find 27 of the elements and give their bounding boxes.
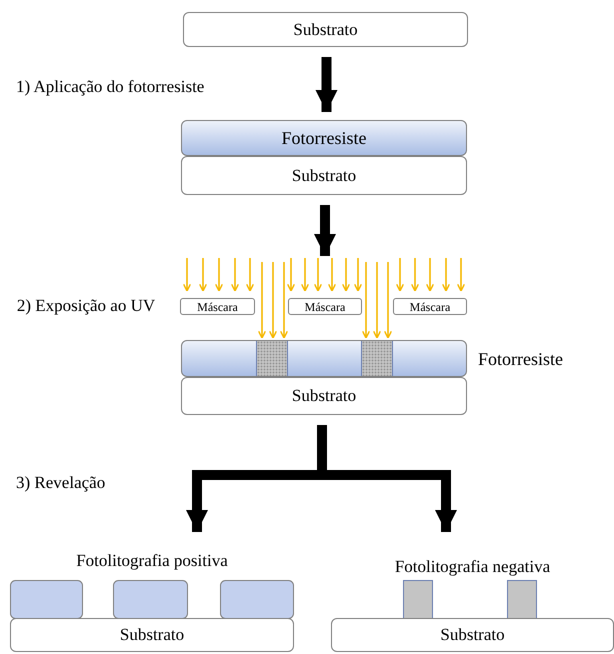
- step-label: 2) Exposição ao UV: [16, 296, 156, 316]
- mask-box: [393, 298, 467, 315]
- layer-caption: Fotorresiste: [478, 348, 563, 371]
- box-label: Máscara: [197, 300, 238, 312]
- substrate-box: [181, 156, 467, 195]
- photoresist-layer: [181, 340, 467, 377]
- substrate-box: [183, 12, 468, 47]
- mask-box: [288, 298, 362, 315]
- arrow: [314, 205, 336, 256]
- box-label: Substrato: [440, 624, 505, 646]
- box-label: Substrato: [292, 164, 356, 187]
- photoresist-layer: [181, 120, 467, 156]
- box-label: Máscara: [304, 300, 346, 312]
- arrow: [316, 57, 338, 112]
- step-label: 1) Aplicação do fotorresiste: [16, 76, 204, 98]
- box-label: Fotorresiste: [282, 126, 366, 150]
- mask-box: [180, 298, 255, 315]
- box-label: Substrato: [120, 624, 184, 646]
- substrate-box: [181, 377, 467, 415]
- box-label: Máscara: [410, 300, 450, 312]
- result-heading: Fotolitografia positiva: [10, 548, 294, 572]
- box-label: Substrato: [293, 18, 358, 41]
- result-heading: Fotolitografia negativa: [331, 554, 614, 578]
- substrate-box: [10, 618, 294, 652]
- box-label: Substrato: [292, 385, 356, 408]
- step-label: 3) Revelação: [16, 472, 106, 494]
- substrate-box: [331, 618, 614, 652]
